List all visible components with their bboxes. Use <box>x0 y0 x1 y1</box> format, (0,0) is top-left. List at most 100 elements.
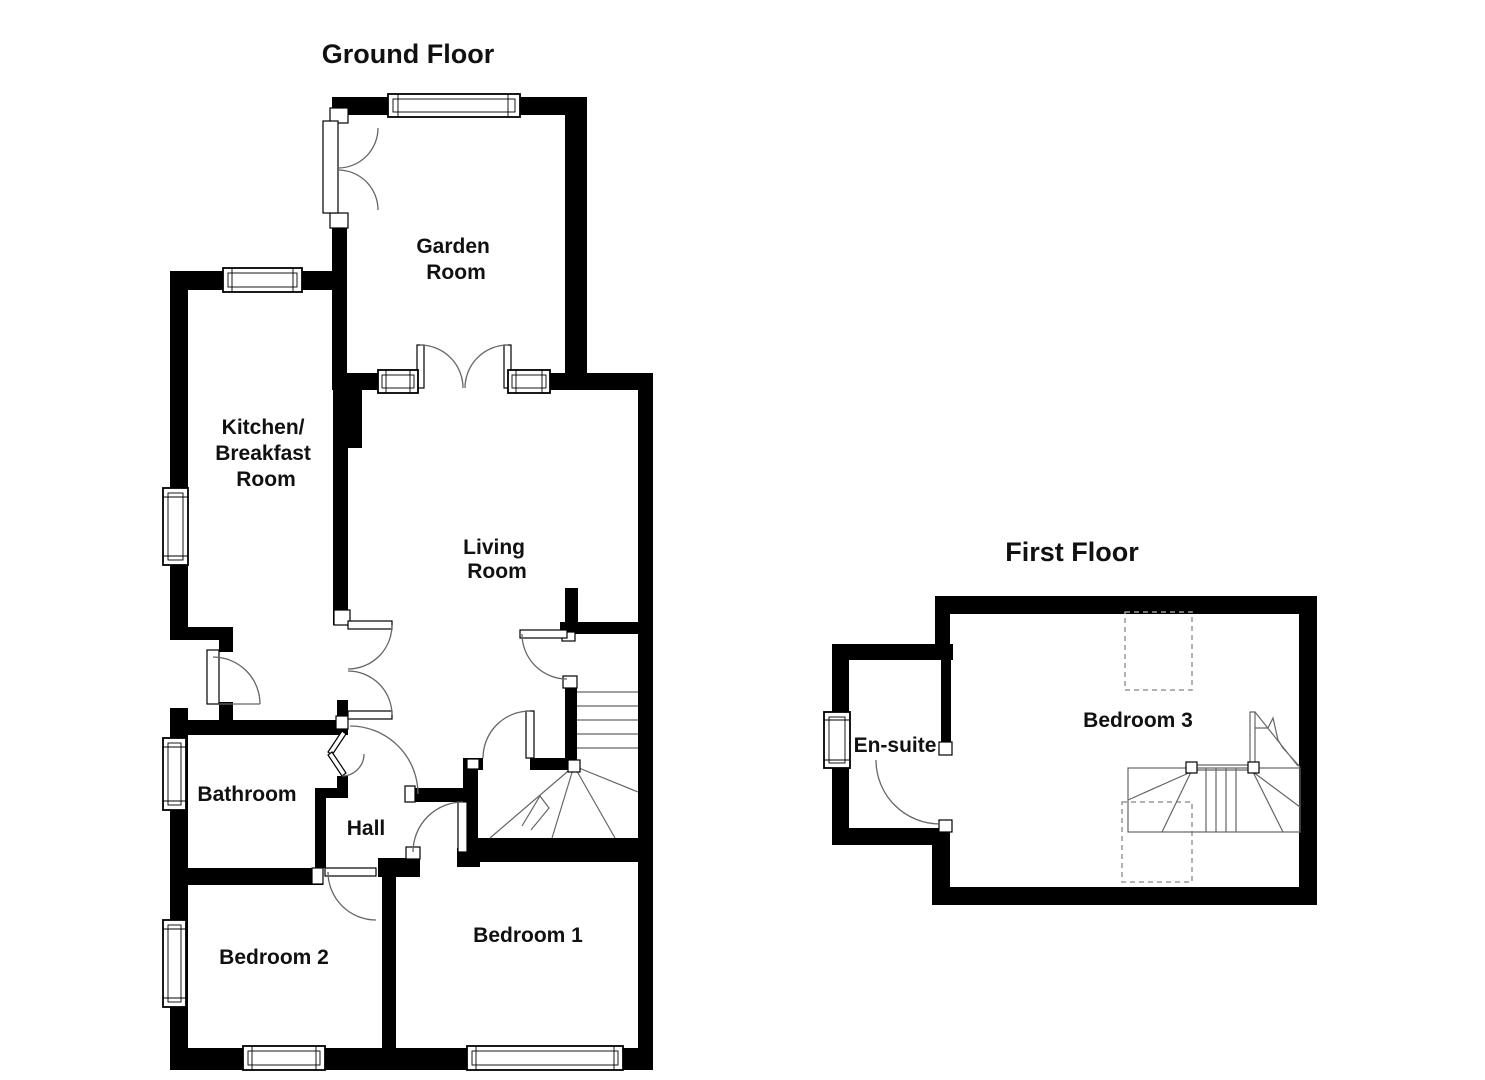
window-frame <box>823 711 851 769</box>
door-arc <box>521 633 568 680</box>
stair-winders <box>489 765 639 839</box>
window-divider <box>231 268 294 292</box>
door-arc <box>875 759 941 825</box>
kitchen-top-window <box>222 267 303 293</box>
window-pane <box>227 272 298 288</box>
window-divider <box>163 746 186 802</box>
window-frame <box>222 267 303 293</box>
bedroom2-bottom-window <box>242 1045 326 1071</box>
room-label-living-room: Living Room <box>463 536 531 583</box>
stair-treads <box>1205 768 1237 832</box>
window-divider <box>385 370 411 393</box>
room-label-ensuite: En-suite <box>854 734 937 757</box>
room-label-bathroom: Bathroom <box>197 783 296 806</box>
room-label-bedroom3: Bedroom 3 <box>1083 709 1193 732</box>
window-divider <box>824 719 850 761</box>
door-jamb <box>329 107 349 124</box>
door-frame <box>322 120 339 214</box>
bifold-leaf <box>327 751 347 777</box>
window-divider <box>163 928 186 999</box>
door-arc <box>349 725 419 795</box>
door-jamb <box>404 785 416 803</box>
label-line: Room <box>236 468 296 491</box>
label-line: Living <box>463 536 525 559</box>
garden-living-double-doors <box>416 344 512 389</box>
first-floor-title: First Floor <box>1005 537 1139 567</box>
door-leaf <box>519 629 568 639</box>
label-line: Room <box>467 560 527 583</box>
window-pane <box>167 924 182 1003</box>
stair-treads <box>577 691 638 749</box>
door-arc <box>337 127 379 169</box>
stair-break-line <box>521 794 550 831</box>
bathroom-bifold-door <box>327 730 365 777</box>
ensuite-door <box>875 741 953 833</box>
room-label-kitchen: Kitchen/ Breakfast Room <box>215 416 317 491</box>
bedroom2-left-window <box>162 919 187 1008</box>
stair-outline <box>1127 767 1301 833</box>
window-divider <box>515 370 543 393</box>
window-pane <box>167 492 184 561</box>
door-arc <box>464 344 509 389</box>
door-jamb <box>562 675 578 689</box>
window-divider <box>397 94 509 117</box>
stair-upper-rail <box>1249 711 1256 767</box>
garden-room-french-doors <box>322 120 379 214</box>
window-frame <box>507 369 551 394</box>
bedroom1-door <box>412 801 468 853</box>
window-pane <box>381 374 415 389</box>
label-line: Garden <box>416 235 490 258</box>
bedroom1-bottom-window <box>466 1045 624 1071</box>
window-frame <box>377 369 419 394</box>
bathroom-window <box>162 737 187 811</box>
label-line: Kitchen/ <box>222 416 305 439</box>
kitchen-left-window <box>162 487 189 566</box>
stair-upper-flight-break <box>1254 711 1301 768</box>
ground-floor-title: Ground Floor <box>322 39 495 69</box>
ground-floor-plan: Ground Floor Garden Room Kitchen/ Breakf… <box>162 39 653 1071</box>
bedroom2-door <box>324 867 377 921</box>
door-arc <box>337 169 379 211</box>
door-leaf <box>457 801 468 853</box>
door-leaf <box>206 649 220 705</box>
garden-living-window-right <box>507 369 551 394</box>
ground-floor-walls <box>170 97 653 1070</box>
door-arc <box>482 710 531 759</box>
window-frame <box>242 1045 326 1071</box>
understairs-door <box>482 710 535 759</box>
window-pane <box>392 98 516 113</box>
stair-winders-right <box>1252 771 1301 833</box>
window-frame <box>162 487 189 566</box>
window-frame <box>466 1045 624 1071</box>
door-arc <box>347 624 393 670</box>
door-arc <box>347 670 393 716</box>
first-floor-plan: First Floor Bedroom 3 En-suite <box>823 537 1317 905</box>
reduced-headroom-outline-bottom <box>1121 801 1193 883</box>
door-jamb <box>333 609 351 626</box>
label-line: Breakfast <box>215 442 311 465</box>
label-line: Room <box>426 261 486 284</box>
door-arc <box>341 753 365 777</box>
window-pane <box>471 1050 619 1066</box>
room-label-bedroom1: Bedroom 1 <box>473 924 583 947</box>
door-arc <box>419 344 464 389</box>
window-pane <box>167 742 182 806</box>
garden-living-window-left <box>377 369 419 394</box>
door-jamb <box>938 819 953 833</box>
stair-newel <box>567 759 581 773</box>
window-divider <box>251 1046 317 1070</box>
room-label-hall: Hall <box>347 817 386 840</box>
reduced-headroom-outline-top <box>1124 611 1193 691</box>
room-label-garden-room: Garden Room <box>416 235 495 284</box>
stair-door <box>519 629 568 680</box>
room-label-bedroom2: Bedroom 2 <box>219 946 329 969</box>
kitchen-living-double-doors <box>347 620 393 720</box>
door-leaf <box>324 867 377 877</box>
window-divider <box>475 1046 615 1070</box>
window-divider <box>163 496 188 557</box>
stair-newel <box>1247 761 1260 774</box>
hall-living-door <box>349 725 419 795</box>
window-frame <box>162 737 187 811</box>
